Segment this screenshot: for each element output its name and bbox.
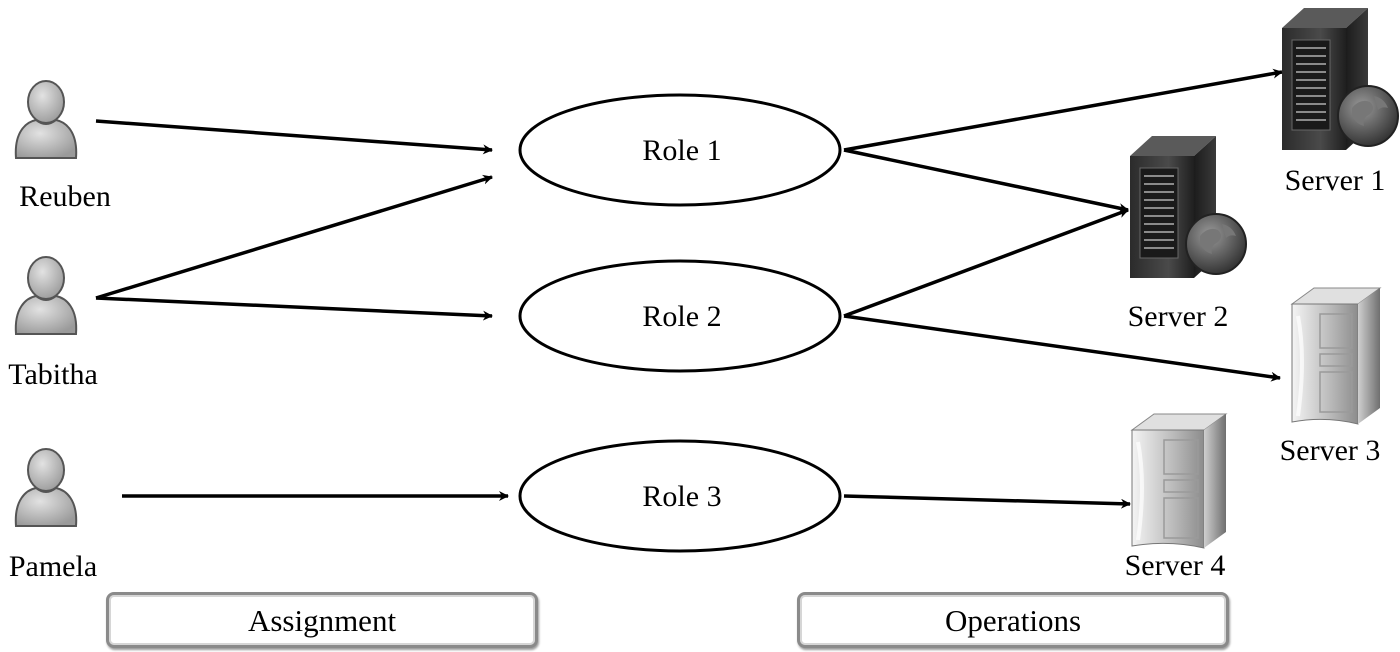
assignment-section-box: Assignment: [106, 592, 538, 648]
role-2-ellipse: [518, 259, 842, 373]
tower-server-icon: [1290, 287, 1382, 425]
role-label-3: Role 3: [642, 480, 722, 513]
user-icon: [14, 256, 78, 335]
assignment-section-label: Assignment: [247, 603, 397, 638]
role-ellipses-layer: [518, 93, 842, 553]
user-icon: [14, 80, 78, 159]
edges-layer: [95, 68, 1283, 509]
tower-server-icon: [1130, 413, 1228, 549]
server-label-4: Server 4: [1124, 549, 1226, 582]
user-icon: [14, 448, 78, 527]
edge-role1-to-server2: [843, 148, 1129, 214]
web-server-icon: [1130, 136, 1247, 278]
operations-section-box: Operations: [797, 592, 1229, 648]
role-label-1: Role 1: [642, 134, 722, 167]
operations-section-label: Operations: [944, 603, 1082, 638]
role-3-ellipse: [518, 439, 842, 553]
user-label-reuben: Reuben: [19, 180, 111, 213]
server-label-3: Server 3: [1279, 434, 1381, 467]
role-label-2: Role 2: [642, 300, 722, 333]
edge-role2-to-server2: [843, 208, 1129, 318]
edge-tabitha-to-role2: [95, 296, 493, 321]
server-label-2: Server 2: [1127, 300, 1229, 333]
edge-reuben-to-role1: [95, 119, 493, 155]
user-label-pamela: Pamela: [8, 550, 98, 583]
server-label-1: Server 1: [1284, 164, 1386, 197]
edge-role2-to-server3: [843, 314, 1281, 382]
edge-role1-to-server1: [843, 68, 1283, 152]
web-server-icon: [1282, 8, 1399, 150]
edge-tabitha-to-role1: [95, 174, 493, 300]
role-1-ellipse: [518, 93, 842, 207]
server-icons-layer: [1130, 8, 1399, 549]
user-label-tabitha: Tabitha: [8, 358, 98, 391]
user-icons-layer: [14, 80, 78, 527]
edge-role3-to-server4: [843, 494, 1131, 509]
